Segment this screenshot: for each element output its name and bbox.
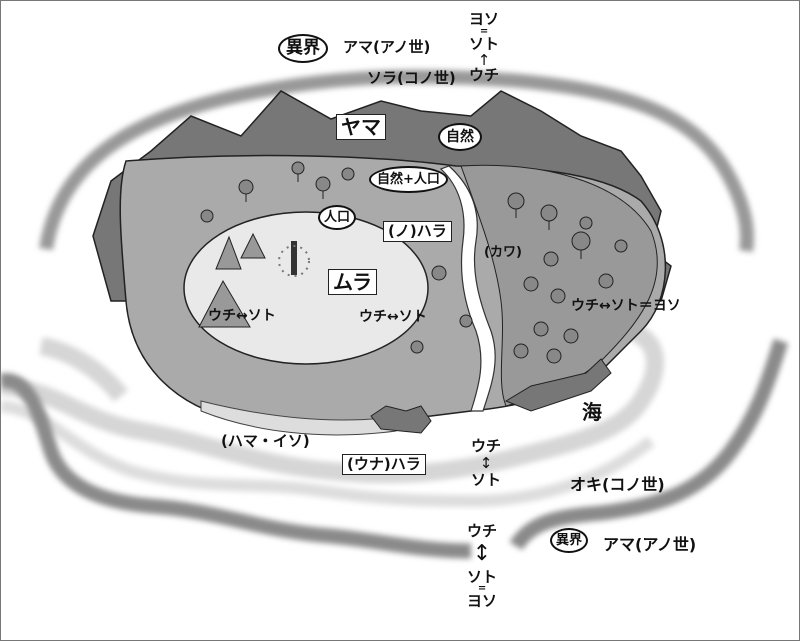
- house-icon: [198, 279, 251, 328]
- arrow-up-icon: ↑: [477, 51, 491, 69]
- shore-wave-band-2: [1, 400, 655, 508]
- ama-top-label: アマ(アノ世): [343, 38, 431, 56]
- stone-circle-icon: [278, 245, 310, 277]
- sora-label: ソラ(コノ世): [367, 69, 456, 87]
- uchi-soto-field: ウチ↔ソト: [359, 309, 427, 325]
- tree-icons: [200, 161, 628, 364]
- sea-uchi-soto-stack-1: ウチ ↕ ソト: [471, 438, 501, 488]
- sky-boundary-band: [39, 69, 754, 253]
- house-icon: [240, 232, 266, 259]
- house-icon: [215, 235, 242, 270]
- top-uchi-soto-stack: ヨソ = ソト ↑ ウチ: [469, 11, 499, 84]
- uchi-sea1-label: ウチ: [471, 437, 502, 455]
- ikai-bottom-badge: 異界: [550, 528, 589, 553]
- arrow-updown-icon: ↕: [472, 541, 492, 566]
- uchi-top-label: ウチ: [469, 66, 500, 84]
- uchi-soto-village: ウチ↔ソト: [208, 308, 276, 324]
- sea-boundary-band-right: [509, 338, 789, 551]
- una-hara-label: (ウナ)ハラ: [342, 454, 426, 475]
- jinko-badge: 人口: [318, 205, 357, 230]
- yoso-top-label: ヨソ: [469, 10, 500, 28]
- soto-top-label: ソト: [469, 35, 500, 53]
- ama-bottom-label: アマ(アノ世): [603, 535, 697, 554]
- eq-sea2: =: [477, 583, 487, 594]
- soto-sea2-label: ソト: [467, 568, 498, 586]
- eq-top: =: [479, 26, 489, 37]
- pillar-icon: [291, 241, 297, 275]
- sea-uchi-soto-stack-2: ウチ ↕ ソト = ヨソ: [467, 523, 497, 609]
- soto-sea1-label: ソト: [471, 471, 502, 489]
- sea-boundary-band-left: [1, 373, 472, 559]
- yama-label: ヤマ: [336, 114, 386, 140]
- river: [439, 165, 496, 412]
- mura-label: ムラ: [328, 269, 377, 295]
- uchi-soto-yoso-right: ウチ↔ソト＝ヨソ: [571, 298, 681, 314]
- uchi-sea2-label: ウチ: [467, 522, 498, 540]
- shizen-badge: 自然: [438, 123, 482, 151]
- ikai-top-badge: 異界: [278, 34, 328, 63]
- no-hara-label: (ノ)ハラ: [383, 221, 452, 242]
- hama-iso-label: (ハマ・イソ): [221, 432, 310, 450]
- oki-label: オキ(コノ世): [570, 475, 665, 494]
- arrow-updown-icon: ↕: [479, 454, 493, 472]
- kawa-label: (カワ): [484, 245, 522, 260]
- yoso-sea2-label: ヨソ: [467, 592, 498, 610]
- umi-label: 海: [582, 400, 602, 424]
- rocks-icon: [370, 358, 612, 434]
- shizen-jinko-badge: 自然+人口: [369, 166, 448, 193]
